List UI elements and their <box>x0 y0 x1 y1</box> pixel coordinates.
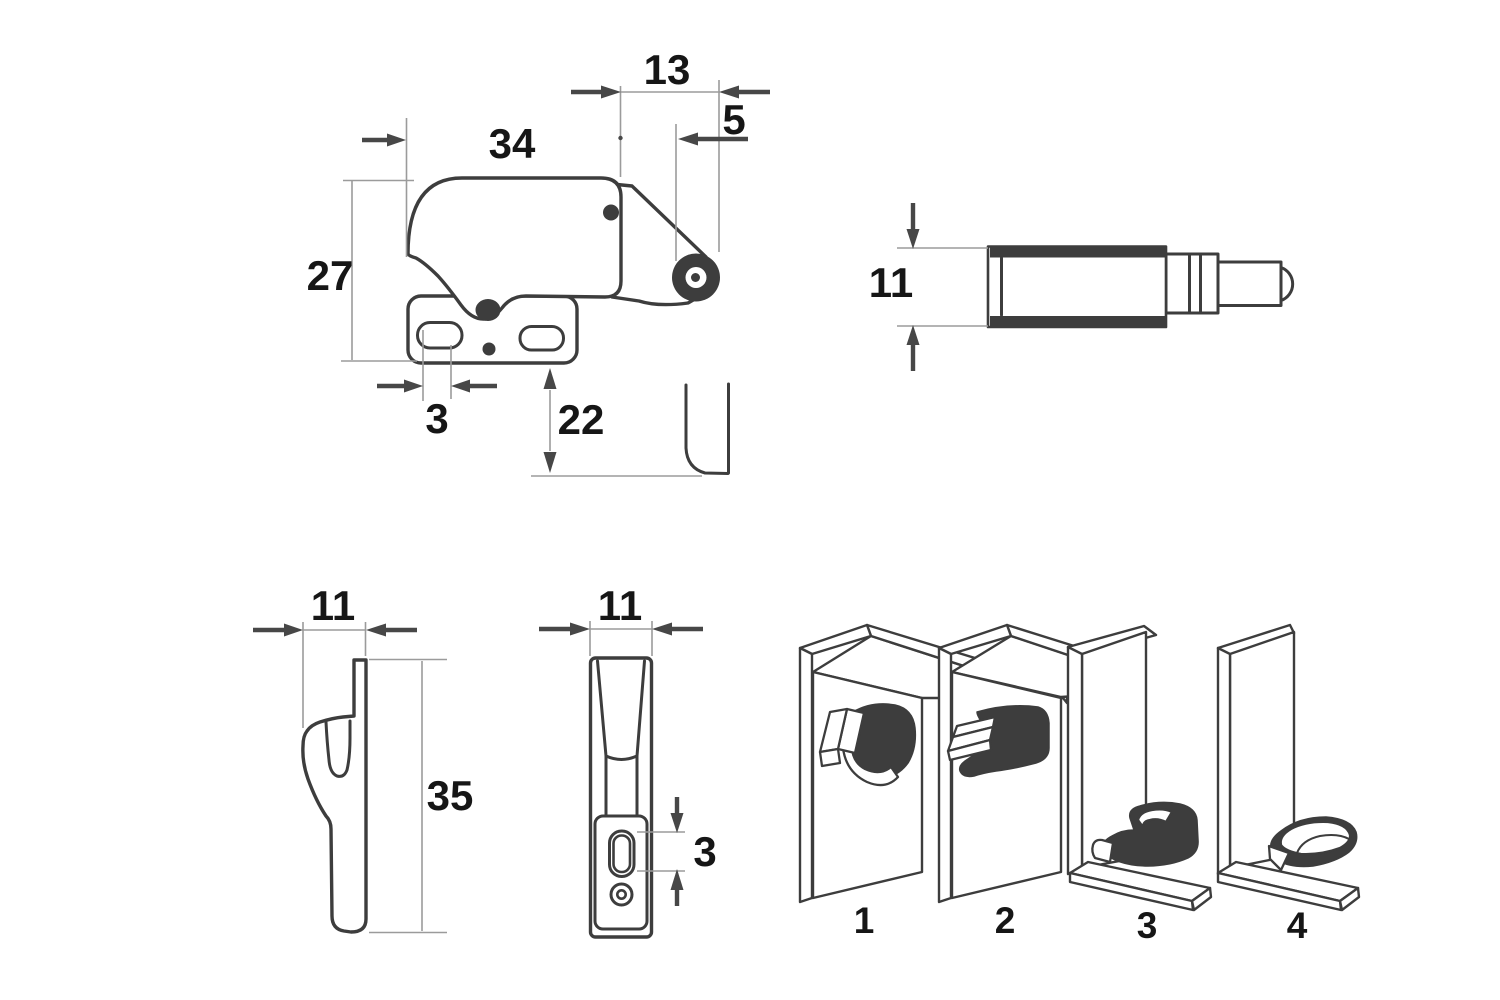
striker-slot-inner <box>612 834 632 874</box>
position-label-4: 4 <box>1287 905 1308 946</box>
door-edge-profile <box>684 382 730 475</box>
position-label-1: 1 <box>854 900 875 941</box>
latch-front-view: 13 5 34 27 3 22 <box>307 46 770 477</box>
dim-mount-depth: 22 <box>558 396 605 443</box>
dimension-labels: 11 35 <box>311 582 474 819</box>
position-labels: 1 2 3 4 <box>854 900 1308 946</box>
wall-edge-strip <box>1066 645 1084 876</box>
mounting-position-4 <box>1216 623 1361 912</box>
dim-slot-width: 3 <box>425 395 448 442</box>
dimension-arrows <box>906 203 920 371</box>
dimension-arrows <box>362 85 770 473</box>
latch-top-detail <box>1136 808 1174 829</box>
striker-screw-hole-center <box>615 888 627 900</box>
position-label-2: 2 <box>995 900 1016 941</box>
rivet-large <box>475 299 501 321</box>
latch-body-side <box>986 245 1168 329</box>
plunger-tip <box>1279 266 1295 302</box>
wall-edge-strip <box>1216 646 1232 876</box>
shelf-end-cap <box>1190 886 1213 912</box>
striker-hook-front-lines <box>596 659 646 818</box>
plunger <box>1216 260 1283 307</box>
latch-plate-end <box>818 747 842 768</box>
dimension-labels: 11 3 <box>598 582 717 875</box>
roller-axle <box>691 273 700 282</box>
dimension-lines <box>897 247 988 327</box>
collar-section <box>1164 252 1220 315</box>
mounting-positions: 1 2 3 4 <box>798 623 1361 946</box>
dimension-labels: 13 5 34 27 3 22 <box>307 46 746 443</box>
rivet-small <box>482 342 496 356</box>
hook-mouth-slot <box>324 719 352 778</box>
latch-roller-arc <box>841 744 900 787</box>
dimension-arrows <box>253 623 417 637</box>
striker-hook-profile <box>301 658 368 934</box>
pivot-rivet <box>603 204 619 221</box>
dim-side-height: 11 <box>869 259 913 306</box>
position-label-3: 3 <box>1137 905 1158 946</box>
latch-plate <box>1267 844 1291 872</box>
body-top-edge <box>990 246 1166 258</box>
striker-side-view: 11 35 <box>253 582 474 934</box>
wall-edge-strip <box>798 646 814 904</box>
mounting-position-3 <box>1066 624 1213 912</box>
latch-plate <box>1091 838 1115 864</box>
dimension-labels: 11 <box>869 259 913 306</box>
latch-top-seam <box>1296 834 1350 854</box>
dim-striker-width: 11 <box>598 582 642 629</box>
dim-body-width: 34 <box>489 120 536 167</box>
striker-front-view: 11 3 <box>539 582 717 939</box>
latch-plate-end <box>946 738 993 762</box>
mounting-slot-right <box>518 325 565 352</box>
body-bottom-edge <box>990 316 1166 327</box>
dimension-lines <box>341 80 720 477</box>
wall-edge-strip <box>937 646 953 904</box>
dim-striker-height: 35 <box>427 772 474 819</box>
latch-body <box>1101 801 1199 867</box>
dim-nose-offset: 5 <box>722 96 745 143</box>
dim-striker-depth: 11 <box>311 582 355 629</box>
dim-nose-width: 13 <box>644 46 691 93</box>
dim-body-height: 27 <box>307 252 354 299</box>
shelf-end-cap <box>1338 886 1361 912</box>
dim-striker-slot: 3 <box>693 828 716 875</box>
latch-side-view: 11 <box>869 203 1295 371</box>
dimension-arrows <box>539 622 703 906</box>
mounting-slot-left <box>416 321 464 350</box>
dimension-lines <box>302 622 447 934</box>
